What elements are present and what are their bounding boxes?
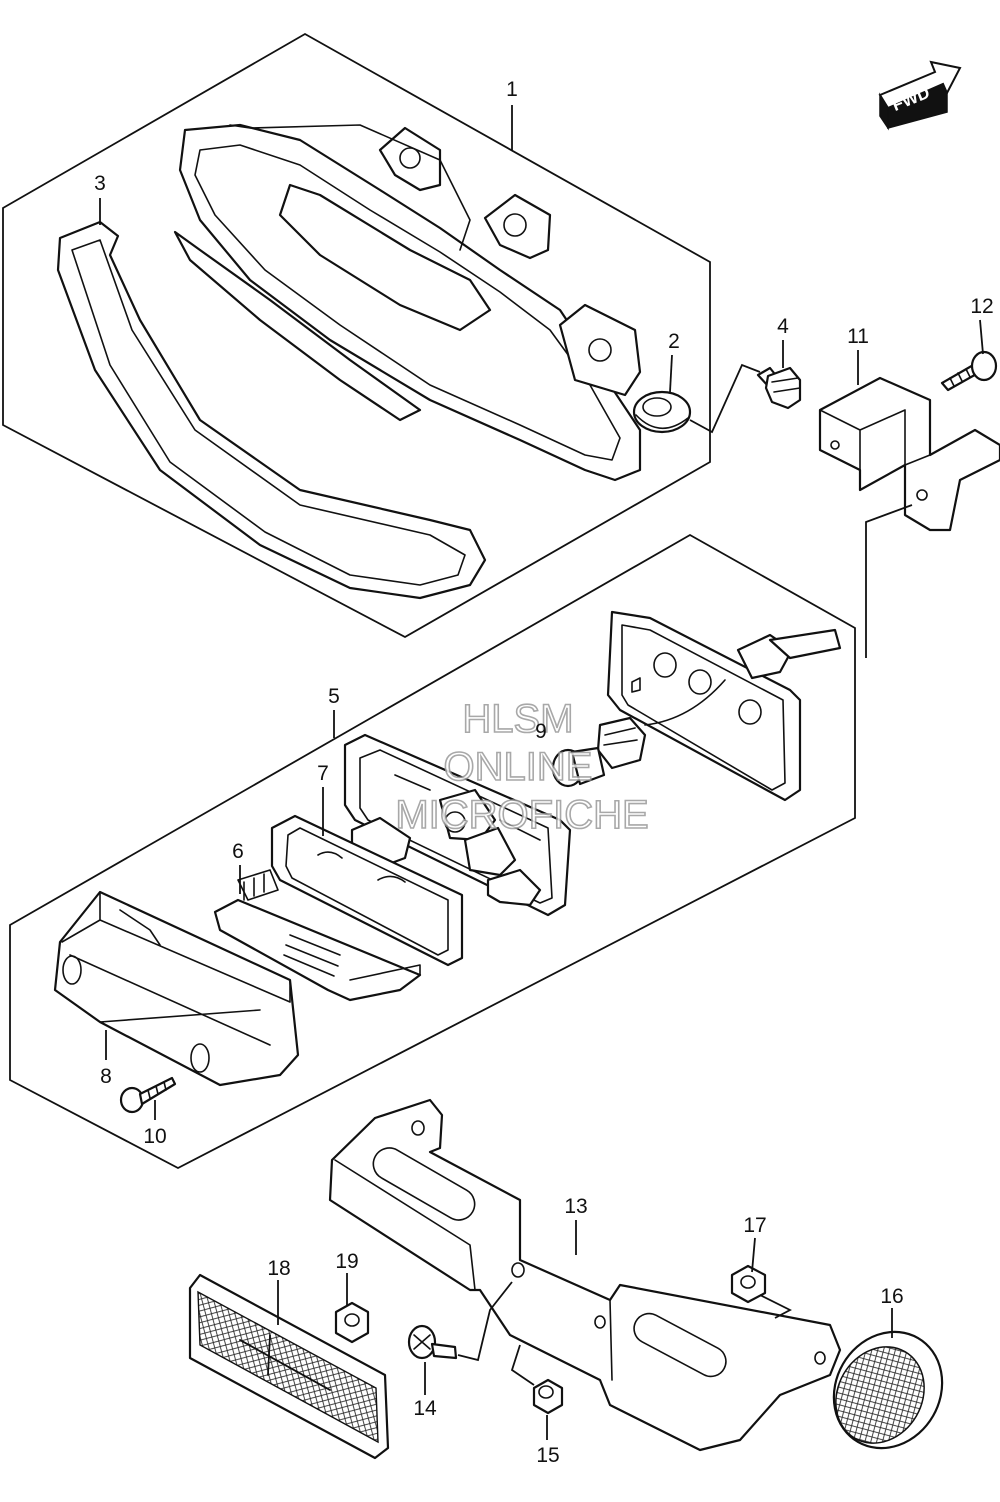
- callout-5[interactable]: 5: [328, 685, 340, 708]
- part-2-grommet: [632, 390, 692, 434]
- fwd-arrow-icon: FWD: [878, 60, 962, 131]
- callout-17[interactable]: 17: [743, 1214, 766, 1237]
- part-17-nut: [730, 1264, 767, 1304]
- part-18-rect-reflector: [188, 1273, 390, 1460]
- watermark: HLSM ONLINE MICROFICHE: [395, 696, 650, 838]
- callout-19[interactable]: 19: [335, 1250, 358, 1273]
- callout-8[interactable]: 8: [100, 1065, 112, 1088]
- callout-3[interactable]: 3: [94, 172, 106, 195]
- part-14-bolt: [407, 1324, 458, 1360]
- callout-4[interactable]: 4: [777, 315, 789, 338]
- callout-6[interactable]: 6: [232, 840, 244, 863]
- callout-7[interactable]: 7: [317, 762, 329, 785]
- part-11-bracket: [818, 376, 1000, 532]
- callout-2[interactable]: 2: [668, 330, 680, 353]
- callout-18[interactable]: 18: [267, 1257, 290, 1280]
- part-12-screw: [940, 350, 998, 392]
- part-4-screw: [756, 366, 802, 410]
- bulb-socket-wire: [596, 679, 726, 770]
- watermark-line-3: MICROFICHE: [395, 793, 648, 837]
- assembly-frame-5: [9, 533, 856, 1170]
- assembly-frame-1: [2, 32, 711, 639]
- part-15-nut: [532, 1378, 564, 1415]
- callout-10[interactable]: 10: [143, 1125, 166, 1148]
- callout-15[interactable]: 15: [536, 1444, 559, 1467]
- part-9-bulb: [551, 746, 606, 788]
- lamp-base-cover: [606, 610, 842, 802]
- callout-leaders: [99, 105, 984, 1440]
- part-19-nut: [334, 1301, 370, 1344]
- callout-14[interactable]: 14: [413, 1397, 437, 1420]
- callout-9[interactable]: 9: [535, 720, 547, 743]
- part-16-round-reflector: [832, 1330, 944, 1450]
- callout-1[interactable]: 1: [506, 78, 518, 101]
- callout-12[interactable]: 12: [970, 295, 993, 318]
- watermark-line-1: HLSM: [462, 697, 573, 741]
- part-13-license-bracket: [328, 1098, 842, 1452]
- part-8-tail-lens: [53, 890, 300, 1087]
- callout-11[interactable]: 11: [847, 325, 869, 348]
- part-3-gasket: [56, 220, 487, 600]
- part-6-lens-cover: [213, 869, 422, 1002]
- part-1-tail-light-housing: [173, 123, 642, 482]
- watermark-line-2: ONLINE: [444, 745, 593, 789]
- part-10-screw: [119, 1076, 177, 1114]
- callout-numbers: 1 2 3 4 5 6 7 8 9 10 11 12 13 14 15 16 1…: [94, 78, 994, 1467]
- callout-13[interactable]: 13: [564, 1195, 587, 1218]
- callout-16[interactable]: 16: [880, 1285, 903, 1308]
